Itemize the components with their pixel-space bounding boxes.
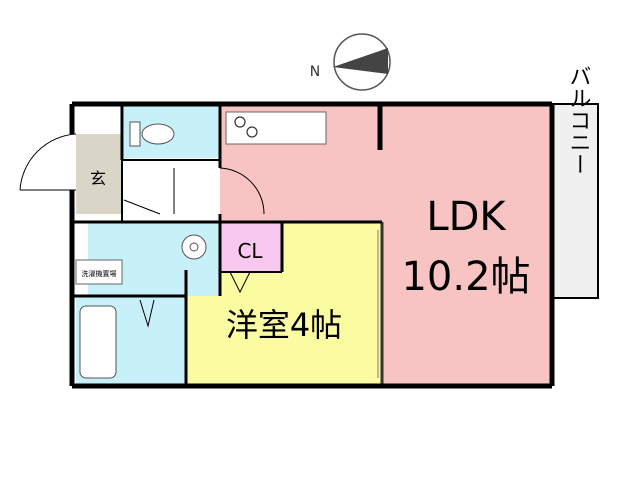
wash-basin-icon [181,234,207,260]
bathtub-icon [79,305,117,379]
compass-needle-icon [333,48,388,74]
wash-door [123,199,161,215]
compass-north-label: N [310,64,320,80]
western-room-label: 洋室4帖 [226,306,342,344]
entrance-label: 玄 [90,169,106,188]
toilet-icon [141,123,175,145]
closet-area [220,222,282,272]
closet-door [229,271,251,294]
laundry-label: 洗濯機置場 [82,269,117,278]
stove-burner-icon [234,116,246,128]
entrance-area [76,134,122,214]
laundry-space [75,259,123,285]
toilet-tank [129,121,141,147]
stove-burner-icon [246,126,258,138]
balcony-label: バルコニー [566,65,591,175]
hallway [122,160,220,222]
ldk-label-line2: 10.2帖 [401,254,530,300]
compass: N [310,33,391,91]
closet-label: CL [237,239,263,263]
drain-icon [189,242,199,252]
bath-door [139,299,155,328]
walls [69,101,555,389]
washroom [88,222,220,296]
ldk-label-line1: LDK [426,194,507,240]
entry-door-swing [19,133,77,191]
balcony-area [551,103,599,299]
ldk-door-swing [219,167,265,215]
